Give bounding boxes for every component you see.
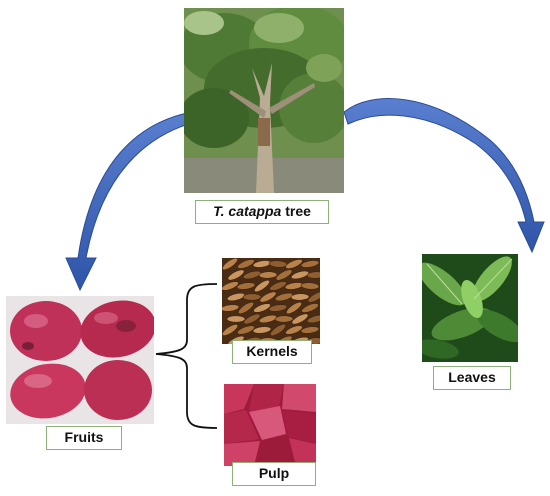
arrow-tree-to-fruits xyxy=(65,111,196,292)
tree-photo xyxy=(184,8,344,193)
pulp-photo xyxy=(224,384,316,466)
fruits-label: Fruits xyxy=(46,426,122,450)
tree-label: T. catappa tree xyxy=(195,200,329,224)
bracket-connector xyxy=(155,283,218,429)
arrow-tree-to-leaves xyxy=(343,98,545,254)
kernels-photo xyxy=(222,258,320,344)
fruits-photo xyxy=(6,296,154,424)
pulp-label: Pulp xyxy=(232,462,316,486)
leaves-photo xyxy=(422,254,518,362)
leaves-label: Leaves xyxy=(433,366,511,390)
kernels-label: Kernels xyxy=(232,340,312,364)
